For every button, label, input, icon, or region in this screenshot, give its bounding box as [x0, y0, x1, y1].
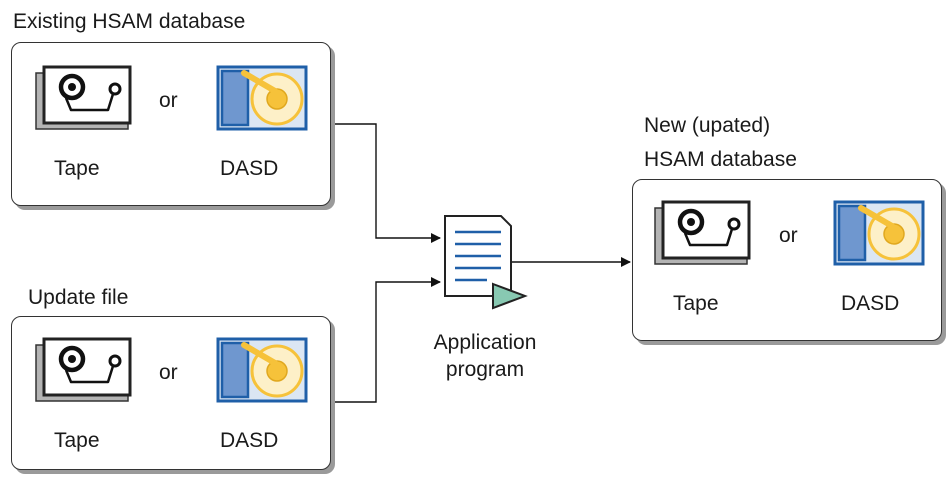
tape-label: Tape	[673, 292, 719, 315]
tape-icon	[35, 65, 132, 130]
dasd-label: DASD	[220, 157, 279, 180]
dasd-label: DASD	[841, 292, 900, 315]
new-db-box: or Tape DASD	[632, 179, 942, 341]
existing-to-app-arrow	[330, 123, 441, 243]
or-label: or	[159, 361, 178, 384]
app-label-line2: program	[445, 358, 525, 381]
new-db-title-line1: New (upated)	[644, 114, 771, 137]
tape-label: Tape	[54, 157, 100, 180]
update-to-app-arrow	[330, 277, 441, 403]
dasd-icon	[216, 337, 308, 403]
existing-db-title: Existing HSAM database	[13, 10, 246, 33]
dasd-label: DASD	[220, 429, 279, 452]
or-label: or	[159, 89, 178, 112]
new-db-title-line2: HSAM database	[644, 148, 797, 171]
tape-label: Tape	[54, 429, 100, 452]
or-label: or	[779, 224, 798, 247]
app-label-line1: Application	[433, 331, 537, 354]
tape-icon	[35, 337, 132, 402]
dasd-icon	[216, 65, 308, 131]
application-program-icon	[444, 215, 528, 310]
update-file-title: Update file	[28, 286, 129, 309]
existing-db-box: or Tape DASD	[11, 42, 331, 206]
tape-icon	[654, 200, 751, 265]
dasd-icon	[833, 200, 925, 266]
update-file-box: or Tape DASD	[11, 316, 331, 470]
